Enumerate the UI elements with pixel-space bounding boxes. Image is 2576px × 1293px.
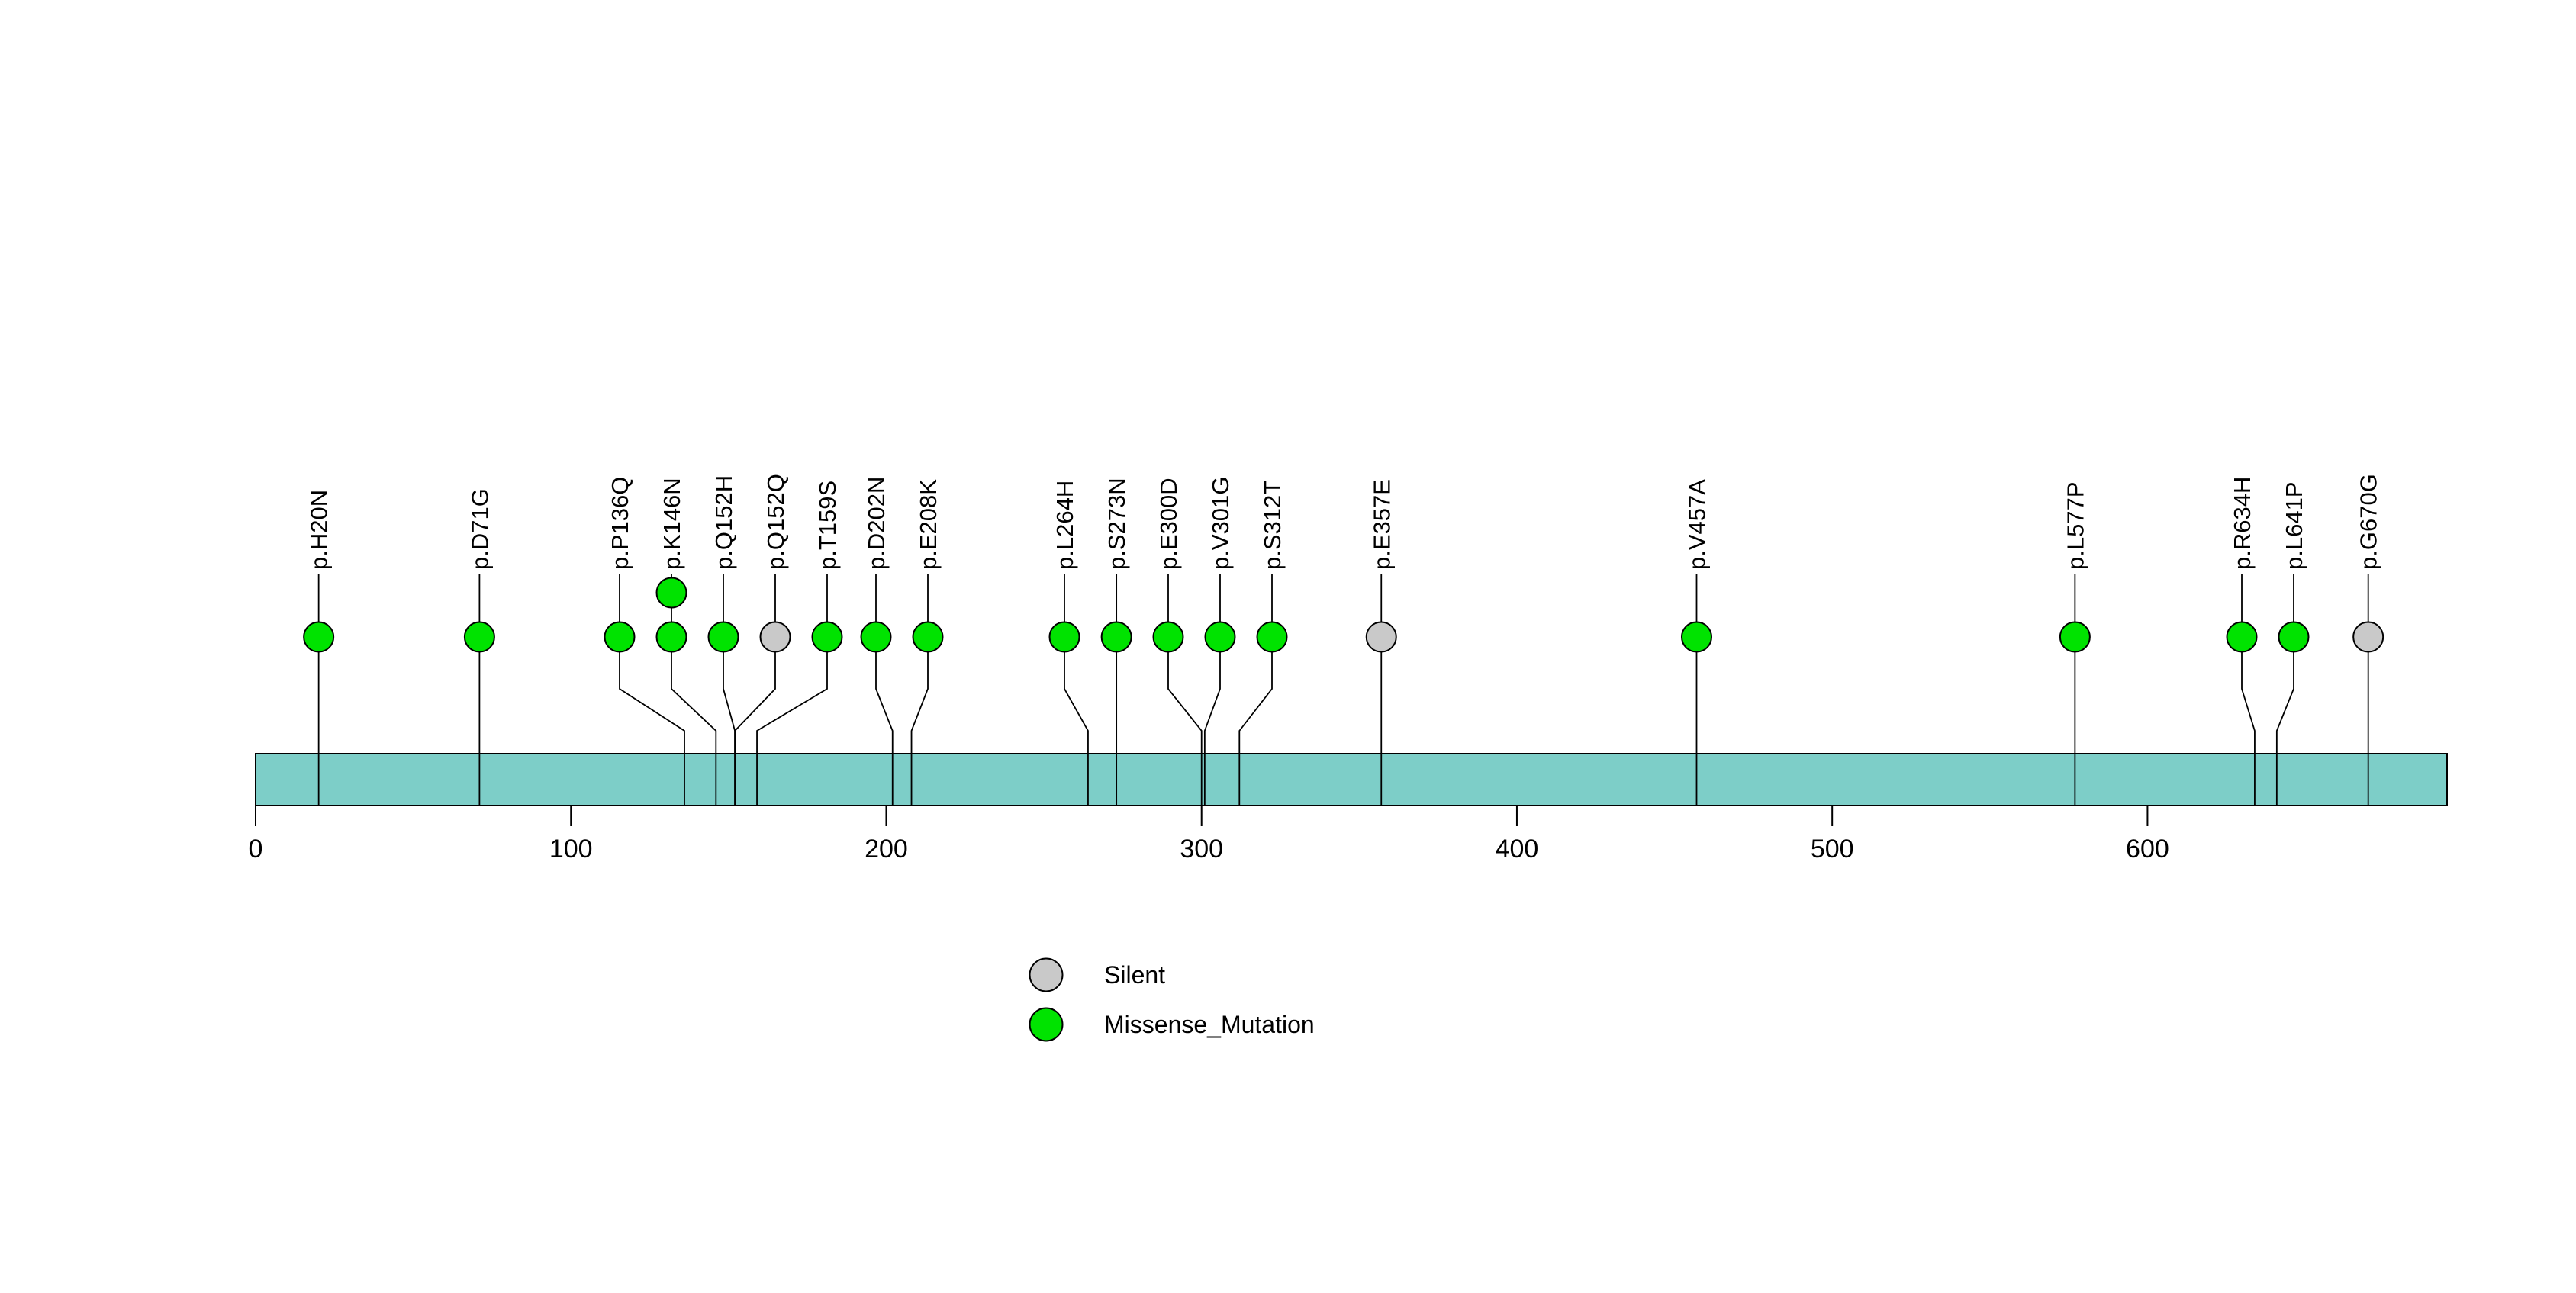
mutation-label: p.Q152H <box>710 475 737 570</box>
mutation-marker <box>1204 621 1236 653</box>
mutation-label: p.T159S <box>814 481 841 570</box>
mutation-label: p.L577P <box>2062 482 2088 571</box>
mutation-label-layer: p.H20N p.D71G p.P136Q p.K146N p.Q152H p.Q152Q… <box>306 474 2382 570</box>
mutation-marker <box>860 621 892 653</box>
legend-swatch-silent <box>1029 957 1064 992</box>
mutation-marker <box>303 621 335 653</box>
mutation-marker <box>912 621 944 653</box>
legend-swatch-missense <box>1029 1007 1064 1042</box>
mutation-label: p.L641P <box>2281 482 2307 571</box>
mutation-label: p.V457A <box>1683 479 1710 570</box>
mutation-marker <box>1100 621 1132 653</box>
mutation-marker <box>707 621 739 653</box>
mutation-marker <box>1048 621 1080 653</box>
mutation-label: p.D71G <box>466 488 493 570</box>
mutation-label: p.E208K <box>915 479 942 570</box>
mutation-label: p.D202N <box>863 477 890 570</box>
mutation-marker <box>655 621 687 653</box>
mutation-label: p.H20N <box>306 490 333 570</box>
mutation-marker <box>2278 621 2310 653</box>
legend-label-missense: Missense_Mutation <box>1104 1011 1315 1038</box>
mutation-label: p.P136Q <box>607 477 633 570</box>
axis-tick-label: 300 <box>1180 835 1223 864</box>
axis-tick-label: 200 <box>865 835 908 864</box>
mutation-marker <box>811 621 843 653</box>
mutation-label: p.L264H <box>1051 481 1078 570</box>
mutation-marker <box>759 621 791 653</box>
protein-bar-layer <box>255 753 2448 806</box>
protein-bar <box>255 753 2448 806</box>
mutation-marker <box>1256 621 1288 653</box>
mutation-marker <box>1152 621 1184 653</box>
mutation-marker <box>1680 621 1712 653</box>
mutation-marker <box>2352 621 2384 653</box>
axis-tick-label: 400 <box>1496 835 1539 864</box>
mutation-label: p.V301G <box>1207 477 1234 570</box>
axis-tick-label: 600 <box>2126 835 2169 864</box>
marker-layer <box>303 577 2384 653</box>
mutation-label: p.S273N <box>1103 478 1130 570</box>
mutation-marker <box>463 621 495 653</box>
mutation-marker <box>604 621 636 653</box>
mutation-marker <box>655 577 687 609</box>
mutation-label: p.E357E <box>1368 479 1395 570</box>
axis-tick-label: 0 <box>249 835 263 864</box>
legend-label-silent: Silent <box>1104 961 1165 989</box>
mutation-label: p.E300D <box>1155 478 1182 570</box>
mutation-label: p.G670G <box>2355 474 2382 570</box>
axis-tick-label: 500 <box>1811 835 1854 864</box>
legend: Silent Missense_Mutation <box>1029 957 1315 1042</box>
mutation-label: p.S312T <box>1259 481 1286 570</box>
mutation-marker <box>1365 621 1397 653</box>
mutation-label: p.Q152Q <box>762 474 789 570</box>
axis-tick-label: 100 <box>549 835 593 864</box>
axis-layer: 0 100 200 300 400 500 600 <box>249 806 2169 864</box>
mutation-marker <box>2059 621 2091 653</box>
mutation-marker <box>2226 621 2258 653</box>
mutation-label: p.K146N <box>658 478 685 570</box>
mutation-label: p.R634H <box>2229 477 2256 570</box>
